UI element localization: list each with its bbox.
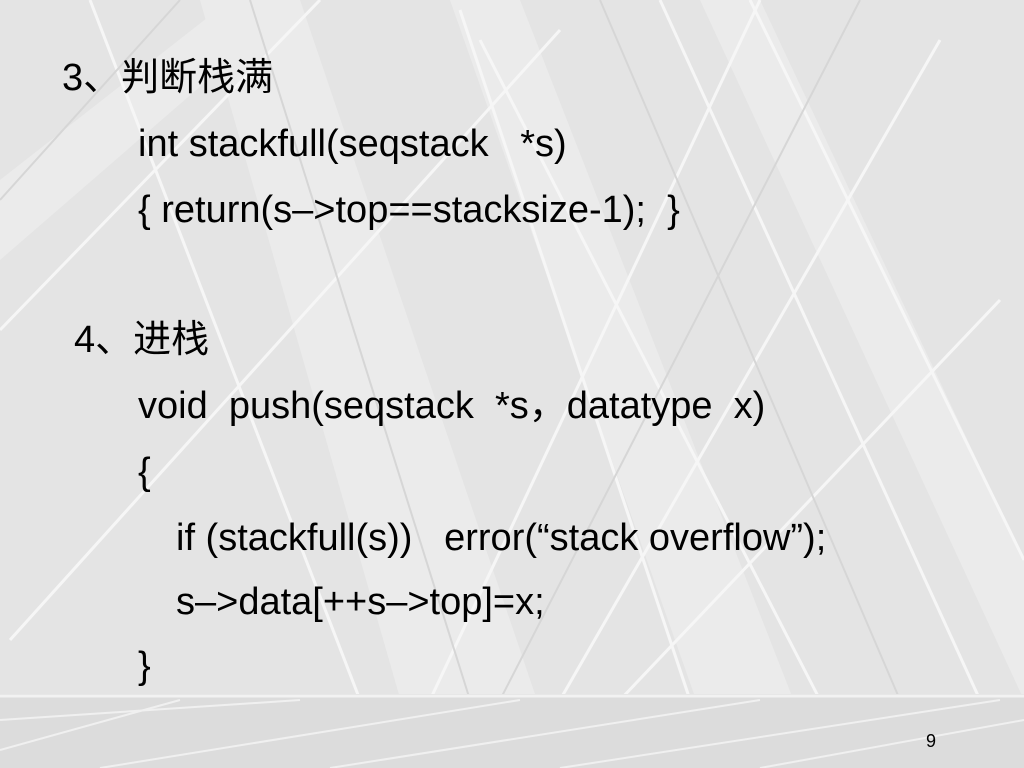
heading-push: 4、进栈	[74, 319, 210, 361]
code-line-overflow-check: if (stackfull(s)) error(“stack overflow”…	[176, 517, 827, 559]
code-line-stackfull-signature: int stackfull(seqstack *s)	[138, 123, 567, 165]
heading-stackfull: 3、判断栈满	[62, 57, 274, 99]
slide-content: 3、判断栈满 int stackfull(seqstack *s) { retu…	[62, 57, 827, 687]
code-line-stackfull-body: { return(s–>top==stacksize-1); }	[138, 189, 680, 231]
code-line-push-signature: void push(seqstack *s，datatype x)	[138, 385, 766, 427]
code-line-close-brace: }	[138, 645, 151, 687]
page-number: 9	[926, 731, 937, 751]
code-line-assign-data: s–>data[++s–>top]=x;	[176, 581, 545, 623]
code-line-open-brace: {	[138, 451, 151, 493]
